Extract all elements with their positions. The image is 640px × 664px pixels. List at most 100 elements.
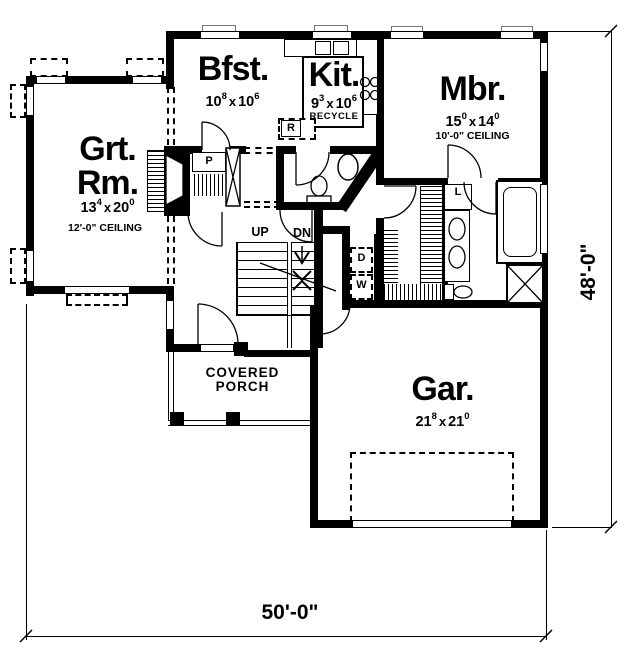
bay-window bbox=[10, 84, 26, 118]
window-great-top-1 bbox=[36, 76, 66, 84]
wall-great-room-left bbox=[26, 76, 34, 296]
cased-opening bbox=[167, 216, 169, 284]
cased-opening bbox=[244, 152, 284, 154]
stair-up-label: UP bbox=[251, 225, 269, 239]
stair-stringer bbox=[291, 242, 292, 348]
closet-door-arc bbox=[383, 185, 417, 219]
wall-laundry-west bbox=[342, 226, 350, 310]
stair-break-chevron bbox=[292, 279, 312, 291]
burner-icon bbox=[369, 76, 381, 88]
wall-garage-west bbox=[310, 306, 318, 528]
wall-front-left bbox=[166, 344, 200, 352]
refrigerator-label: R bbox=[287, 122, 295, 134]
extension-line bbox=[552, 527, 610, 528]
closet-rod-hanging bbox=[420, 186, 446, 286]
extension-line bbox=[26, 304, 27, 640]
wall-top bbox=[166, 31, 548, 39]
refrigerator-box bbox=[281, 120, 301, 137]
stair-down-label: DN bbox=[292, 226, 312, 240]
wall-master-west-a bbox=[376, 146, 384, 184]
stair-landing-line bbox=[237, 315, 314, 316]
window-breakfast-top bbox=[200, 31, 240, 39]
dryer-label: D bbox=[357, 252, 366, 264]
kitchen-island bbox=[302, 56, 364, 128]
window-bath-right bbox=[540, 184, 548, 254]
chase-x bbox=[225, 147, 241, 207]
bath-sink bbox=[448, 245, 466, 269]
laundry-hall-door-arc bbox=[279, 209, 313, 243]
window-master-top-1 bbox=[390, 31, 424, 39]
window-great-top-2 bbox=[132, 76, 162, 84]
extension-line bbox=[548, 31, 610, 32]
garage-door-threshold bbox=[352, 520, 512, 528]
overall-width-dimension: 50'-0" bbox=[261, 601, 319, 624]
cased-opening bbox=[167, 87, 169, 145]
fireplace-firebox bbox=[165, 153, 184, 207]
great-room-ceiling: 12'-0" CEILING bbox=[68, 222, 142, 234]
bay-window bbox=[10, 248, 26, 284]
great-room-label: Grt. Rm. bbox=[76, 130, 139, 202]
bath-sink bbox=[448, 217, 466, 241]
closet-rod-hanging bbox=[384, 284, 442, 300]
extension-line bbox=[546, 530, 547, 640]
pantry-shelves bbox=[194, 174, 224, 196]
wall-laundry-north bbox=[314, 226, 342, 234]
wall-garage-south-a bbox=[310, 520, 352, 528]
wall-stair-east bbox=[314, 236, 323, 348]
bay-window bbox=[66, 294, 128, 306]
shower-x bbox=[505, 263, 545, 305]
porch-label: COVERED PORCH bbox=[205, 365, 280, 394]
window-great-left-1 bbox=[26, 86, 34, 116]
cased-opening bbox=[244, 206, 280, 208]
wall-porch-north bbox=[244, 350, 314, 357]
porch-rail-bottom bbox=[168, 425, 315, 426]
breakfast-door-arc bbox=[201, 121, 231, 151]
wall-hall-corner bbox=[314, 206, 323, 238]
garage-door-outline bbox=[350, 452, 514, 522]
cased-opening bbox=[173, 216, 175, 284]
window-master-right bbox=[540, 42, 548, 72]
dryer bbox=[350, 247, 373, 273]
window-great-bottom bbox=[64, 286, 130, 294]
kitchen-sink-basin bbox=[333, 41, 349, 55]
wall-powder-south bbox=[276, 202, 344, 210]
bath-toilet-bowl bbox=[453, 285, 473, 299]
washer-label: W bbox=[356, 279, 367, 291]
wall-bath-north-a bbox=[376, 178, 448, 185]
kitchen-label: Kit. bbox=[308, 56, 361, 94]
burner-icon bbox=[359, 76, 371, 88]
master-bedroom-label: Mbr. bbox=[439, 70, 507, 108]
wall-suite-south-a bbox=[314, 300, 320, 308]
dimension-tick bbox=[604, 520, 618, 534]
window-foyer-west bbox=[166, 300, 174, 330]
front-door-arc bbox=[197, 303, 239, 345]
porch-rail-left bbox=[173, 352, 174, 420]
linen-label: L bbox=[454, 186, 462, 198]
wall-breakfast-west bbox=[166, 31, 174, 89]
garage-entry-door-arc bbox=[319, 303, 351, 335]
cased-opening bbox=[173, 87, 175, 145]
window-master-top-2 bbox=[500, 31, 534, 39]
burner-icon bbox=[359, 89, 371, 101]
kitchen-sink-basin bbox=[315, 41, 331, 55]
bath-door-arc bbox=[463, 181, 497, 215]
porch-post bbox=[226, 412, 240, 425]
wall-kitchen-right bbox=[376, 31, 384, 155]
master-door-arc bbox=[447, 144, 482, 179]
front-door-threshold bbox=[200, 344, 234, 352]
closet-rod-hanging bbox=[384, 230, 398, 284]
dimension-tick bbox=[539, 629, 553, 643]
powder-toilet-bowl bbox=[310, 175, 328, 197]
dimension-tick bbox=[604, 24, 618, 38]
master-bedroom-ceiling: 10'-0" CEILING bbox=[435, 130, 510, 142]
wall-laundry-east bbox=[374, 234, 382, 308]
stair-treads-up bbox=[237, 242, 288, 316]
garage-label: Gar. bbox=[411, 370, 474, 408]
washer bbox=[350, 274, 373, 300]
